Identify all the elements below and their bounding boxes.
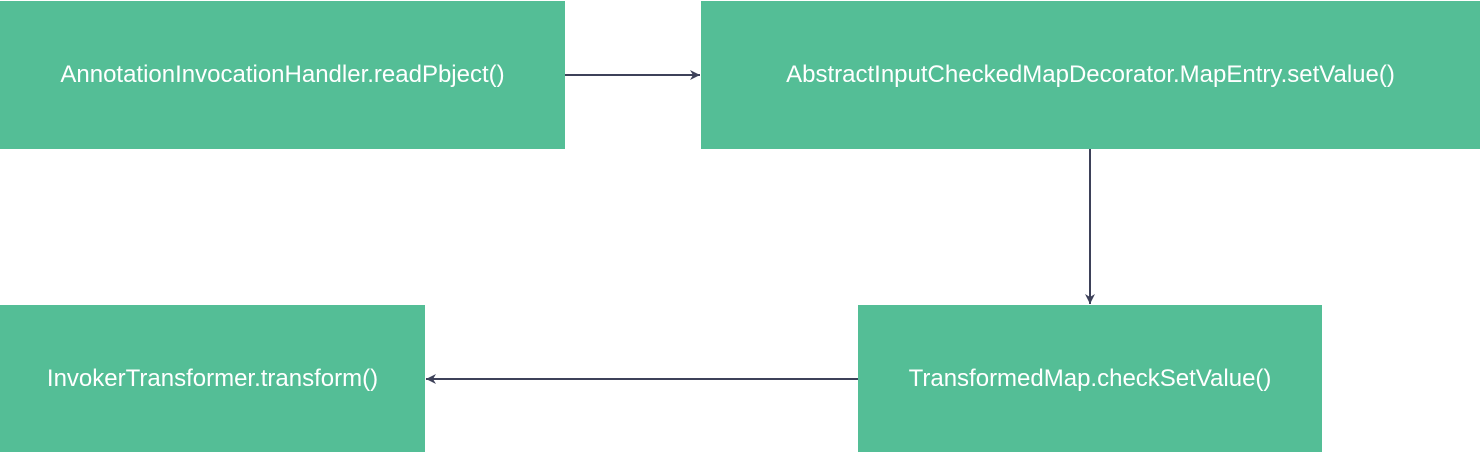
- node-label: AnnotationInvocationHandler.readPbject(): [60, 61, 505, 88]
- node-label: TransformedMap.checkSetValue(): [908, 364, 1272, 392]
- node-transformed-map-check-set-value: TransformedMap.checkSetValue(): [858, 305, 1322, 452]
- node-annotation-invocation-handler: AnnotationInvocationHandler.readPbject(): [0, 1, 565, 149]
- node-map-entry-set-value: AbstractInputCheckedMapDecorator.MapEntr…: [701, 1, 1480, 149]
- node-label: AbstractInputCheckedMapDecorator.MapEntr…: [786, 61, 1395, 88]
- node-label: InvokerTransformer.transform(): [46, 364, 379, 392]
- node-invoker-transformer-transform: InvokerTransformer.transform(): [0, 305, 425, 452]
